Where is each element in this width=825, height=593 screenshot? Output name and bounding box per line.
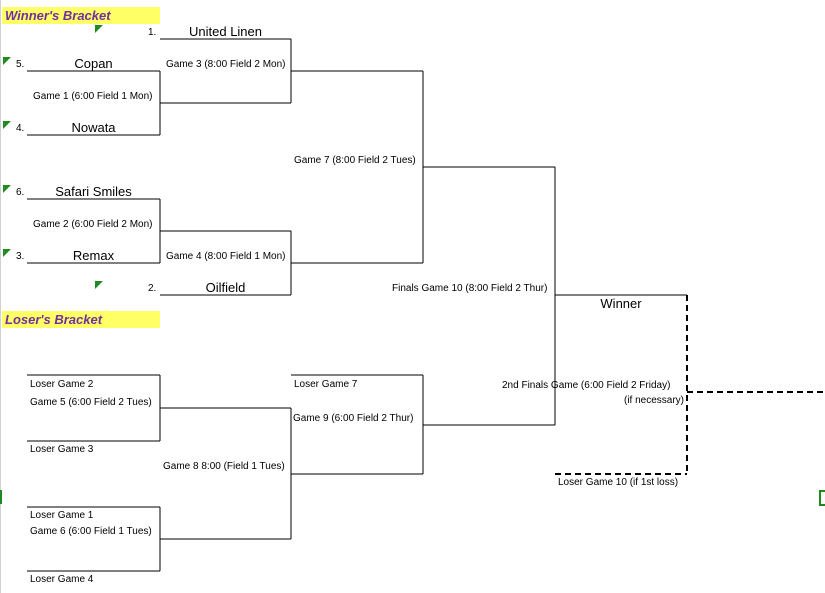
winner-label: Winner [600, 296, 642, 311]
game-label: Game 6 (6:00 Field 1 Tues) [30, 526, 152, 537]
seed-number: 5. [16, 59, 25, 70]
loser-label: Loser Game 1 [30, 510, 94, 521]
seed-number: 1. [148, 27, 157, 38]
comment-marker[interactable] [95, 281, 103, 289]
loser-label: Loser Game 10 (if 1st loss) [558, 477, 679, 488]
comment-marker[interactable] [95, 25, 103, 33]
loser-label: Loser Game 3 [30, 444, 94, 455]
game-label: Game 8 8:00 (Field 1 Tues) [163, 461, 285, 472]
loser-label: Loser Game 7 [294, 379, 358, 390]
game-label: Game 1 (6:00 Field 1 Mon) [33, 91, 153, 102]
finals-label: Finals Game 10 (8:00 Field 2 Thur) [392, 283, 548, 294]
seed-number: 2. [148, 283, 157, 294]
seed-number: 4. [16, 123, 25, 134]
game-label: Game 5 (6:00 Field 2 Tues) [30, 397, 152, 408]
if-necessary-label: (if necessary) [624, 395, 685, 406]
loser-label: Loser Game 2 [30, 379, 94, 390]
team-name: Remax [72, 248, 115, 263]
left-edge-marker [0, 490, 2, 504]
loser-label: Loser Game 4 [30, 574, 94, 585]
comment-marker[interactable] [3, 185, 11, 193]
team-name: Copan [74, 56, 113, 71]
winners-bracket-header: Winner's Bracket [2, 7, 160, 24]
game-label: Game 7 (8:00 Field 2 Tues) [294, 155, 416, 166]
seed-number: 6. [16, 187, 25, 198]
left-edge-line [0, 0, 1, 593]
seed-number: 3. [16, 251, 25, 262]
game-label: Game 4 (8:00 Field 1 Mon) [166, 251, 286, 262]
team-name: Nowata [71, 120, 116, 135]
second-finals-label: 2nd Finals Game (6:00 Field 2 Friday) [502, 380, 671, 391]
comment-marker[interactable] [3, 249, 11, 257]
comment-marker[interactable] [3, 57, 11, 65]
team-name: Safari Smiles [55, 184, 132, 199]
team-name: Oilfield [205, 280, 246, 295]
comment-marker[interactable] [3, 121, 11, 129]
right-edge-marker [819, 490, 825, 506]
game-label: Game 3 (8:00 Field 2 Mon) [166, 59, 286, 70]
team-name: United Linen [189, 24, 262, 39]
game-label: Game 2 (6:00 Field 2 Mon) [33, 219, 153, 230]
losers-bracket-header: Loser's Bracket [2, 311, 160, 328]
game-label: Game 9 (6:00 Field 2 Thur) [293, 413, 414, 424]
